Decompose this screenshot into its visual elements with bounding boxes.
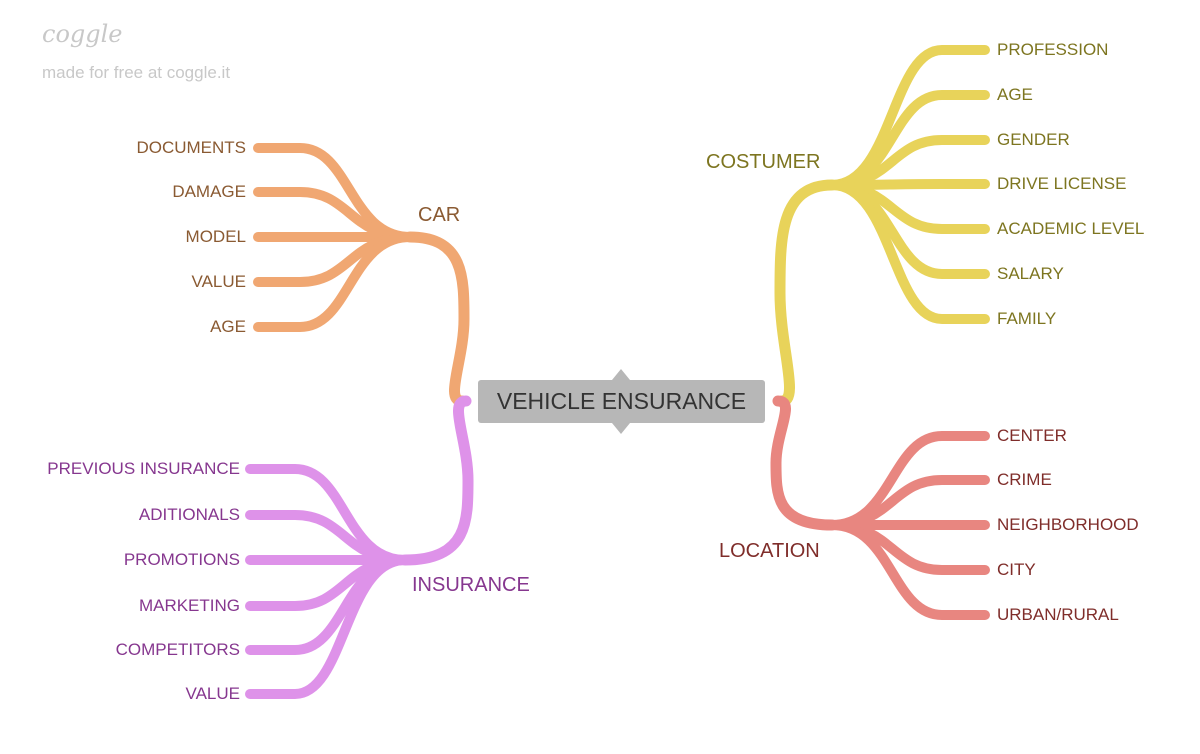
car-leaf-label[interactable]: MODEL [185, 227, 246, 246]
location-leaf-label[interactable]: NEIGHBORHOOD [997, 515, 1139, 534]
insurance-leaf-line [245, 555, 410, 699]
costumer-leaf-label[interactable]: AGE [997, 85, 1033, 104]
car-branch-label[interactable]: CAR [418, 204, 461, 226]
location-leaf-label[interactable]: CRIME [997, 470, 1052, 489]
insurance-leaf-label[interactable]: PREVIOUS INSURANCE [47, 459, 240, 478]
insurance-leaf-label[interactable]: PROMOTIONS [123, 550, 240, 569]
insurance-leaf-label[interactable]: COMPETITORS [115, 640, 240, 659]
coggle-logo[interactable]: coggle [42, 20, 123, 48]
insurance-leaf-line [245, 510, 410, 565]
location-leaf-line [827, 520, 990, 620]
costumer-leaf-label[interactable]: SALARY [997, 264, 1064, 283]
car-leaf-label[interactable]: VALUE [191, 272, 247, 291]
insurance-leaf-label[interactable]: MARKETING [138, 596, 240, 615]
insurance-branch-line [399, 395, 474, 566]
location-leaf-line [827, 475, 990, 530]
location-branch-label[interactable]: LOCATION [719, 540, 820, 562]
costumer-leaf-label[interactable]: DRIVE LICENSE [997, 174, 1127, 193]
central-node-bottom-notch [612, 423, 630, 434]
car-leaf-label[interactable]: AGE [210, 317, 246, 336]
central-node-label[interactable]: VEHICLE ENSURANCE [496, 388, 747, 414]
location-branch-line [770, 395, 838, 531]
insurance-branch-label[interactable]: INSURANCE [412, 574, 530, 596]
car-leaf-line [253, 187, 415, 242]
insurance-leaf-label[interactable]: ADITIONALS [138, 505, 240, 524]
costumer-branch-line [774, 179, 838, 407]
car-leaf-label[interactable]: DAMAGE [172, 182, 246, 201]
car-leaf-label[interactable]: DOCUMENTS [136, 138, 246, 157]
costumer-leaf-line [827, 135, 990, 190]
location-leaf-label[interactable]: CENTER [997, 426, 1067, 445]
car-leaf-line [253, 232, 415, 332]
costumer-leaf-label[interactable]: PROFESSION [997, 40, 1109, 59]
coggle-tagline[interactable]: made for free at coggle.it [42, 63, 231, 82]
costumer-leaf-label[interactable]: GENDER [997, 130, 1070, 149]
car-branch-line [404, 231, 470, 407]
costumer-leaf-label[interactable]: ACADEMIC LEVEL [997, 219, 1145, 238]
costumer-branch-label[interactable]: COSTUMER [706, 151, 821, 173]
insurance-leaf-label[interactable]: VALUE [185, 684, 241, 703]
costumer-leaf-label[interactable]: FAMILY [997, 309, 1057, 328]
central-node-top-notch [612, 369, 630, 380]
central-node-box[interactable] [478, 380, 765, 423]
location-leaf-label[interactable]: URBAN/RURAL [997, 605, 1119, 624]
costumer-leaf-line [827, 180, 990, 324]
location-leaf-label[interactable]: CITY [997, 560, 1036, 579]
